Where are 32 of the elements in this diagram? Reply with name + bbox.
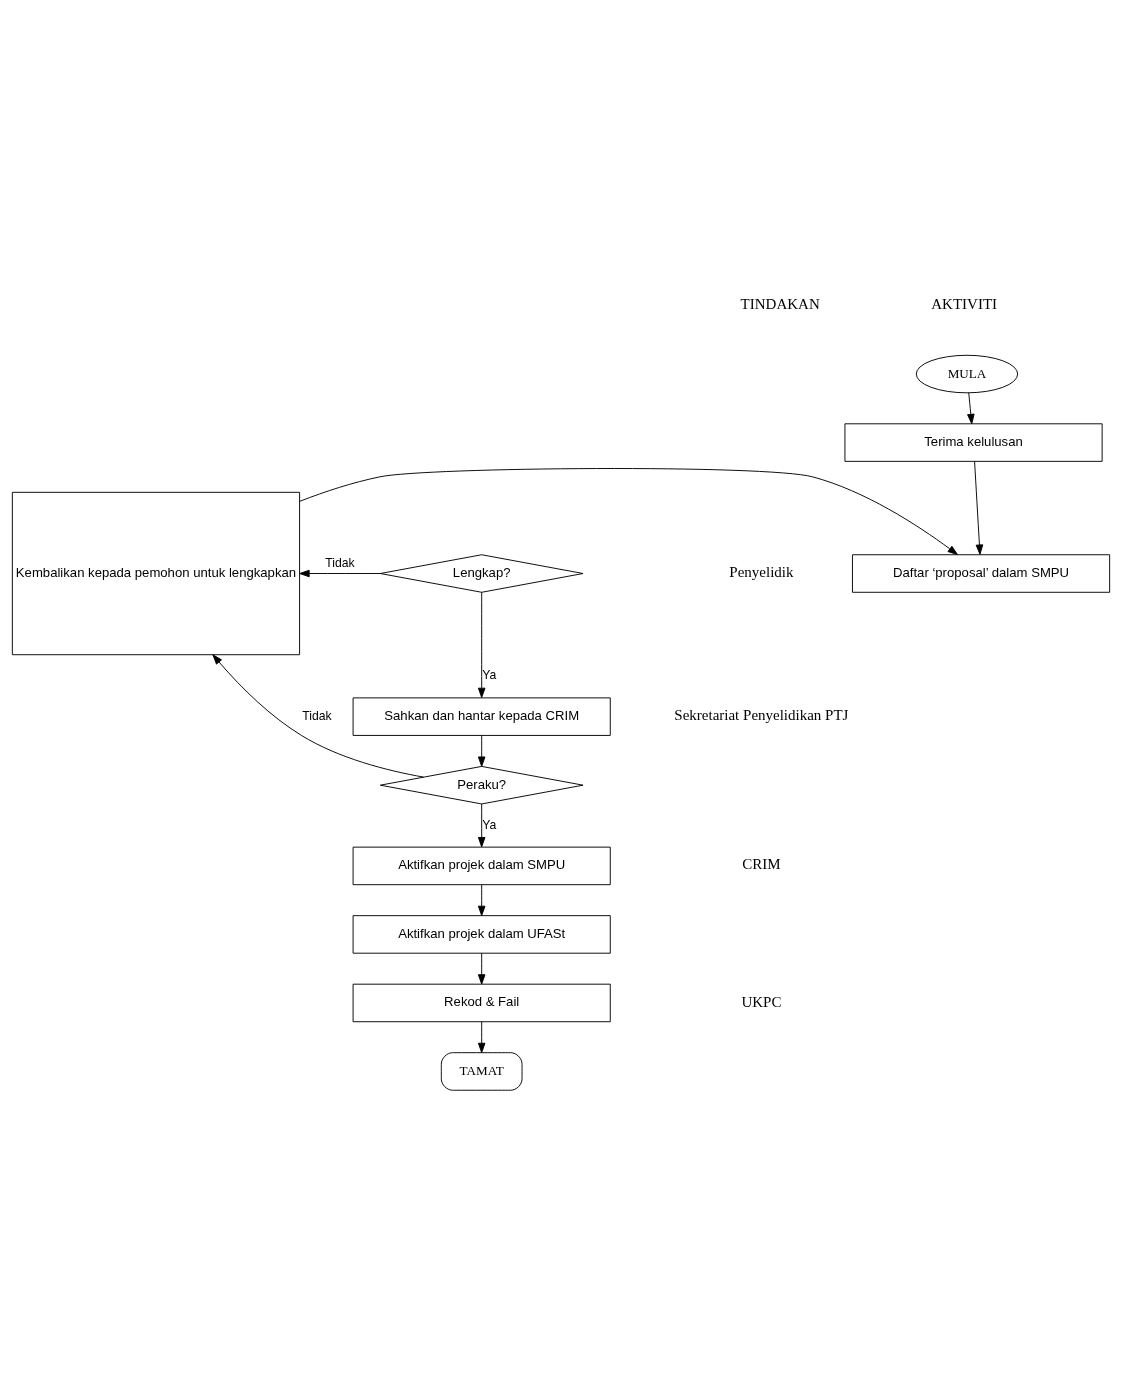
arrow [299, 467, 958, 555]
edge-label: Tidak [302, 708, 332, 723]
node-diamond: Peraku? [379, 765, 584, 804]
label: UKPC [741, 993, 782, 1010]
node-box: TAMAT [440, 1051, 523, 1091]
label: Penyelidik [729, 563, 794, 580]
node-box: Aktifkan projek dalam UFASt [352, 914, 611, 954]
node-diamond: Lengkap? [379, 553, 584, 593]
edge-label: Tidak [325, 555, 355, 570]
arrow [974, 460, 984, 555]
arrow [477, 952, 486, 985]
edge-label: Ya [482, 817, 497, 832]
arrow [477, 803, 486, 847]
node-box: Rekod & Fail [352, 983, 611, 1022]
edge-label: Ya [482, 667, 497, 682]
node-ellipse: MULA [915, 354, 1019, 393]
node-box: Daftar ‘proposal’ dalam SMPU [852, 553, 1111, 593]
label: CRIM [742, 855, 781, 872]
arrow [967, 391, 975, 424]
label: Sekretariat Penyelidikan PTJ [674, 706, 849, 723]
label: TINDAKAN [740, 295, 820, 312]
arrow [477, 734, 486, 767]
node-box: Kembalikan kepada pemohon untuk lengkapkan [11, 491, 301, 655]
arrow [477, 883, 486, 916]
node-box: Terima kelulusan [844, 422, 1103, 462]
label: AKTIVITI [931, 295, 998, 312]
arrow [477, 591, 486, 698]
node-box: Sahkan dan hantar kepada CRIM [352, 696, 611, 736]
arrow [299, 569, 381, 577]
arrow [477, 1020, 486, 1053]
arrow [212, 653, 424, 778]
node-box: Aktifkan projek dalam SMPU [352, 846, 611, 885]
